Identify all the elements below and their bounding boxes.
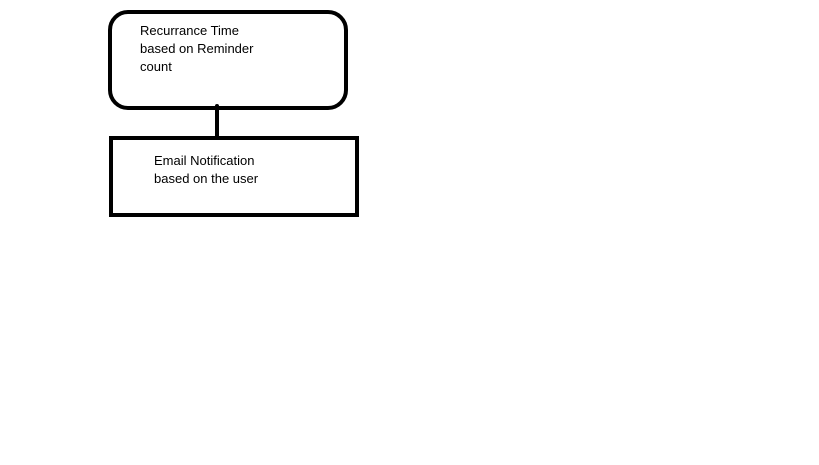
email-node-label: Email Notification based on the user — [154, 152, 258, 188]
recurrence-label-line-1: Recurrance Time — [140, 23, 239, 38]
recurrence-node-label: Recurrance Time based on Reminder count — [140, 22, 253, 76]
email-label-line-1: Email Notification — [154, 153, 255, 168]
email-label-line-2: based on the user — [154, 171, 259, 186]
email-node-box — [109, 136, 359, 217]
recurrence-label-line-3: count — [140, 59, 172, 74]
recurrence-label-line-2: based on Reminder — [140, 41, 254, 56]
recurrence-node-box — [108, 10, 348, 110]
connector-joint — [215, 104, 219, 108]
